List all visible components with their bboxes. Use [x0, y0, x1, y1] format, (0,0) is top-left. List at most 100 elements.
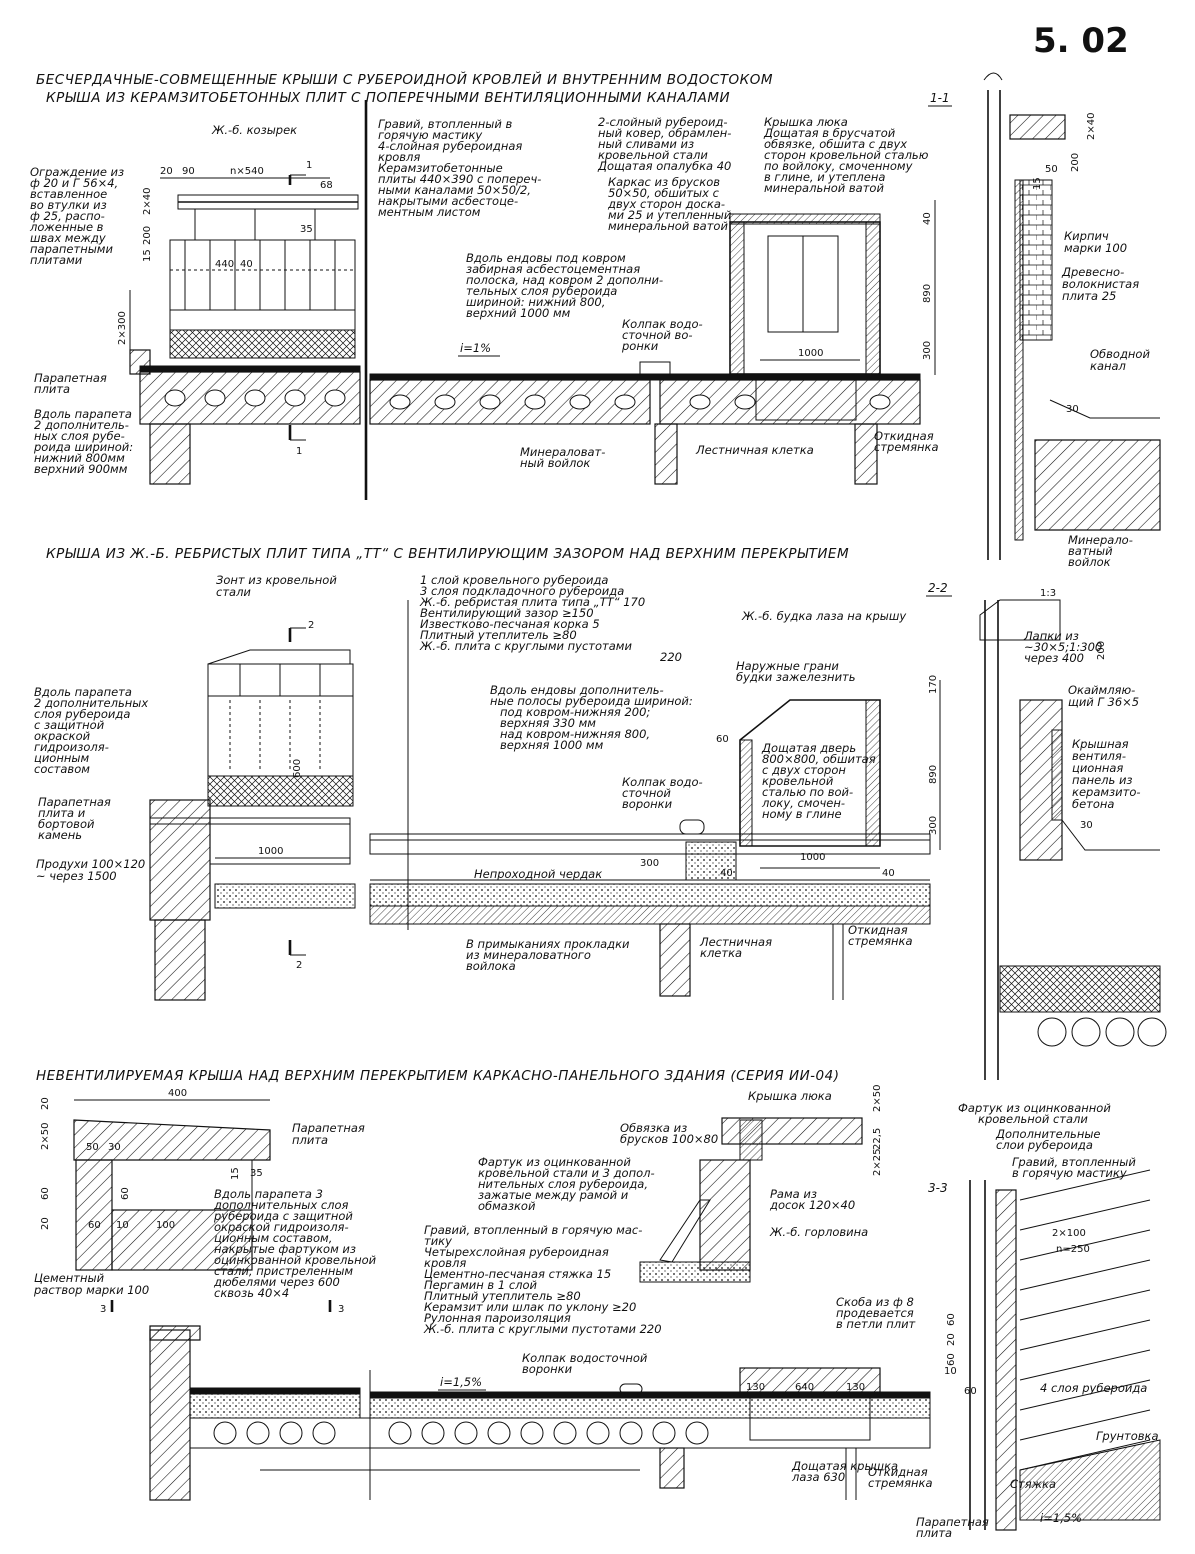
detail-3-3: 2×100 n=250 60 20 60 10 60 3-3 i=1,5%	[928, 1169, 1161, 1531]
svg-text:20: 20	[160, 166, 173, 177]
section-1: БЕСЧЕРДАЧНЫЕ-СОВМЕЩЕННЫЕ КРЫШИ С РУБЕРОИ…	[29, 70, 1161, 569]
svg-text:2×100: 2×100	[1052, 1228, 1086, 1239]
sheet-number: 5. 02	[1033, 21, 1129, 61]
section-2: КРЫША ИЗ Ж.-Б. РЕБРИСТЫХ ПЛИТ ТИПА „ТТ“ …	[34, 546, 1167, 1080]
svg-text:1000: 1000	[258, 846, 283, 857]
detail-2-2: 1:3 200 30	[979, 588, 1167, 1080]
svg-text:Ж.-б. будка лаза на крышу: Ж.-б. будка лаза на крышу	[741, 609, 906, 623]
svg-text:3: 3	[100, 1304, 106, 1315]
svg-text:n=250: n=250	[1056, 1244, 1090, 1255]
parapet-elevation-1: 20 90 n×540 68 35 440 40 2×40 200 15 2×3…	[117, 160, 359, 360]
section-3: НЕВЕНТИЛИРУЕМАЯ КРЫША НАД ВЕРХНИМ ПЕРЕКР…	[33, 1068, 1161, 1540]
svg-text:Окаймляю-щий Г 36×5: Окаймляю-щий Г 36×5	[1068, 683, 1139, 709]
svg-text:Колпак водо-сточной во-ронки: Колпак водо-сточной во-ронки	[621, 317, 703, 353]
svg-text:10: 10	[116, 1220, 129, 1231]
svg-text:Лестничная клетка: Лестничная клетка	[695, 443, 814, 457]
svg-text:130: 130	[846, 1382, 865, 1393]
detail-1-1: 2×40 200 50 15 30	[983, 72, 1161, 560]
svg-text:3: 3	[338, 1304, 344, 1315]
svg-text:20: 20	[946, 1333, 957, 1346]
svg-text:Минераловат-ный войлок: Минераловат-ный войлок	[520, 445, 605, 470]
svg-text:890: 890	[928, 765, 939, 784]
svg-text:60: 60	[716, 734, 729, 745]
hatch-frame-detail: 2×50 22,5 2×25	[639, 1085, 883, 1283]
section1-title-line2: КРЫША ИЗ КЕРАМЗИТОБЕТОННЫХ ПЛИТ С ПОПЕРЕ…	[46, 90, 730, 106]
svg-text:1: 1	[306, 160, 312, 171]
svg-text:100: 100	[156, 1220, 175, 1231]
svg-text:i=1,5%: i=1,5%	[440, 1375, 482, 1389]
svg-text:2-слойный рубероид-ный ковер,: 2-слойный рубероид-ный ковер, обрамлен-н…	[597, 115, 731, 173]
roof-section-1: 1000 40 890 300 i=1% 1	[129, 100, 936, 500]
svg-text:35: 35	[300, 224, 313, 235]
svg-text:2: 2	[308, 620, 314, 631]
svg-text:300: 300	[922, 341, 933, 360]
svg-text:2×40: 2×40	[1086, 113, 1097, 140]
section2-title: КРЫША ИЗ Ж.-Б. РЕБРИСТЫХ ПЛИТ ТИПА „ТТ“ …	[46, 546, 849, 562]
svg-text:15: 15	[230, 1167, 241, 1180]
svg-text:50: 50	[86, 1142, 99, 1153]
svg-text:90: 90	[182, 166, 195, 177]
svg-text:Крышка люка: Крышка люка	[748, 1089, 832, 1103]
svg-text:68: 68	[320, 180, 333, 191]
svg-text:40: 40	[720, 868, 733, 879]
svg-text:2×50: 2×50	[40, 1123, 51, 1150]
svg-text:890: 890	[922, 284, 933, 303]
svg-text:60: 60	[964, 1386, 977, 1397]
svg-text:22,5: 22,5	[872, 1128, 883, 1150]
roof-section-3: 130 640 130 i=1,5% 3 3	[100, 1300, 931, 1501]
svg-text:60: 60	[120, 1187, 131, 1200]
svg-text:Ограждение изф 20 и Г 56×4,вст: Ограждение изф 20 и Г 56×4,вставленноево…	[29, 165, 124, 267]
svg-text:1:3: 1:3	[1040, 588, 1056, 599]
svg-text:Стяжка: Стяжка	[1010, 1477, 1056, 1491]
svg-text:30: 30	[1080, 820, 1093, 831]
svg-text:200: 200	[1096, 641, 1107, 660]
svg-text:n×540: n×540	[230, 166, 264, 177]
svg-text:Ж.-б. козырек: Ж.-б. козырек	[211, 123, 297, 137]
svg-text:20: 20	[40, 1097, 51, 1110]
svg-text:Непроходной чердак: Непроходной чердак	[474, 867, 602, 881]
svg-text:1: 1	[296, 446, 302, 457]
svg-text:60: 60	[40, 1187, 51, 1200]
svg-text:15: 15	[142, 249, 153, 262]
svg-text:i=1%: i=1%	[460, 341, 491, 355]
svg-text:1000: 1000	[798, 348, 823, 359]
svg-text:50: 50	[1045, 164, 1058, 175]
svg-text:640: 640	[795, 1382, 814, 1393]
svg-text:Ж.-б. горловина: Ж.-б. горловина	[769, 1225, 868, 1239]
svg-text:30: 30	[108, 1142, 121, 1153]
svg-text:400: 400	[168, 1088, 187, 1099]
parapet-elevation-2: 2 600	[207, 620, 354, 807]
section2-mark: 2-2	[928, 581, 948, 595]
svg-text:130: 130	[746, 1382, 765, 1393]
svg-text:Продухи 100×120~ через 1500: Продухи 100×120~ через 1500	[36, 857, 145, 883]
svg-text:Гравий, втопленный в горячую м: Гравий, втопленный в горячую мас-тикуЧет…	[423, 1223, 662, 1336]
svg-text:600: 600	[292, 759, 303, 778]
svg-text:2×40: 2×40	[142, 188, 153, 215]
svg-text:40: 40	[922, 212, 933, 225]
